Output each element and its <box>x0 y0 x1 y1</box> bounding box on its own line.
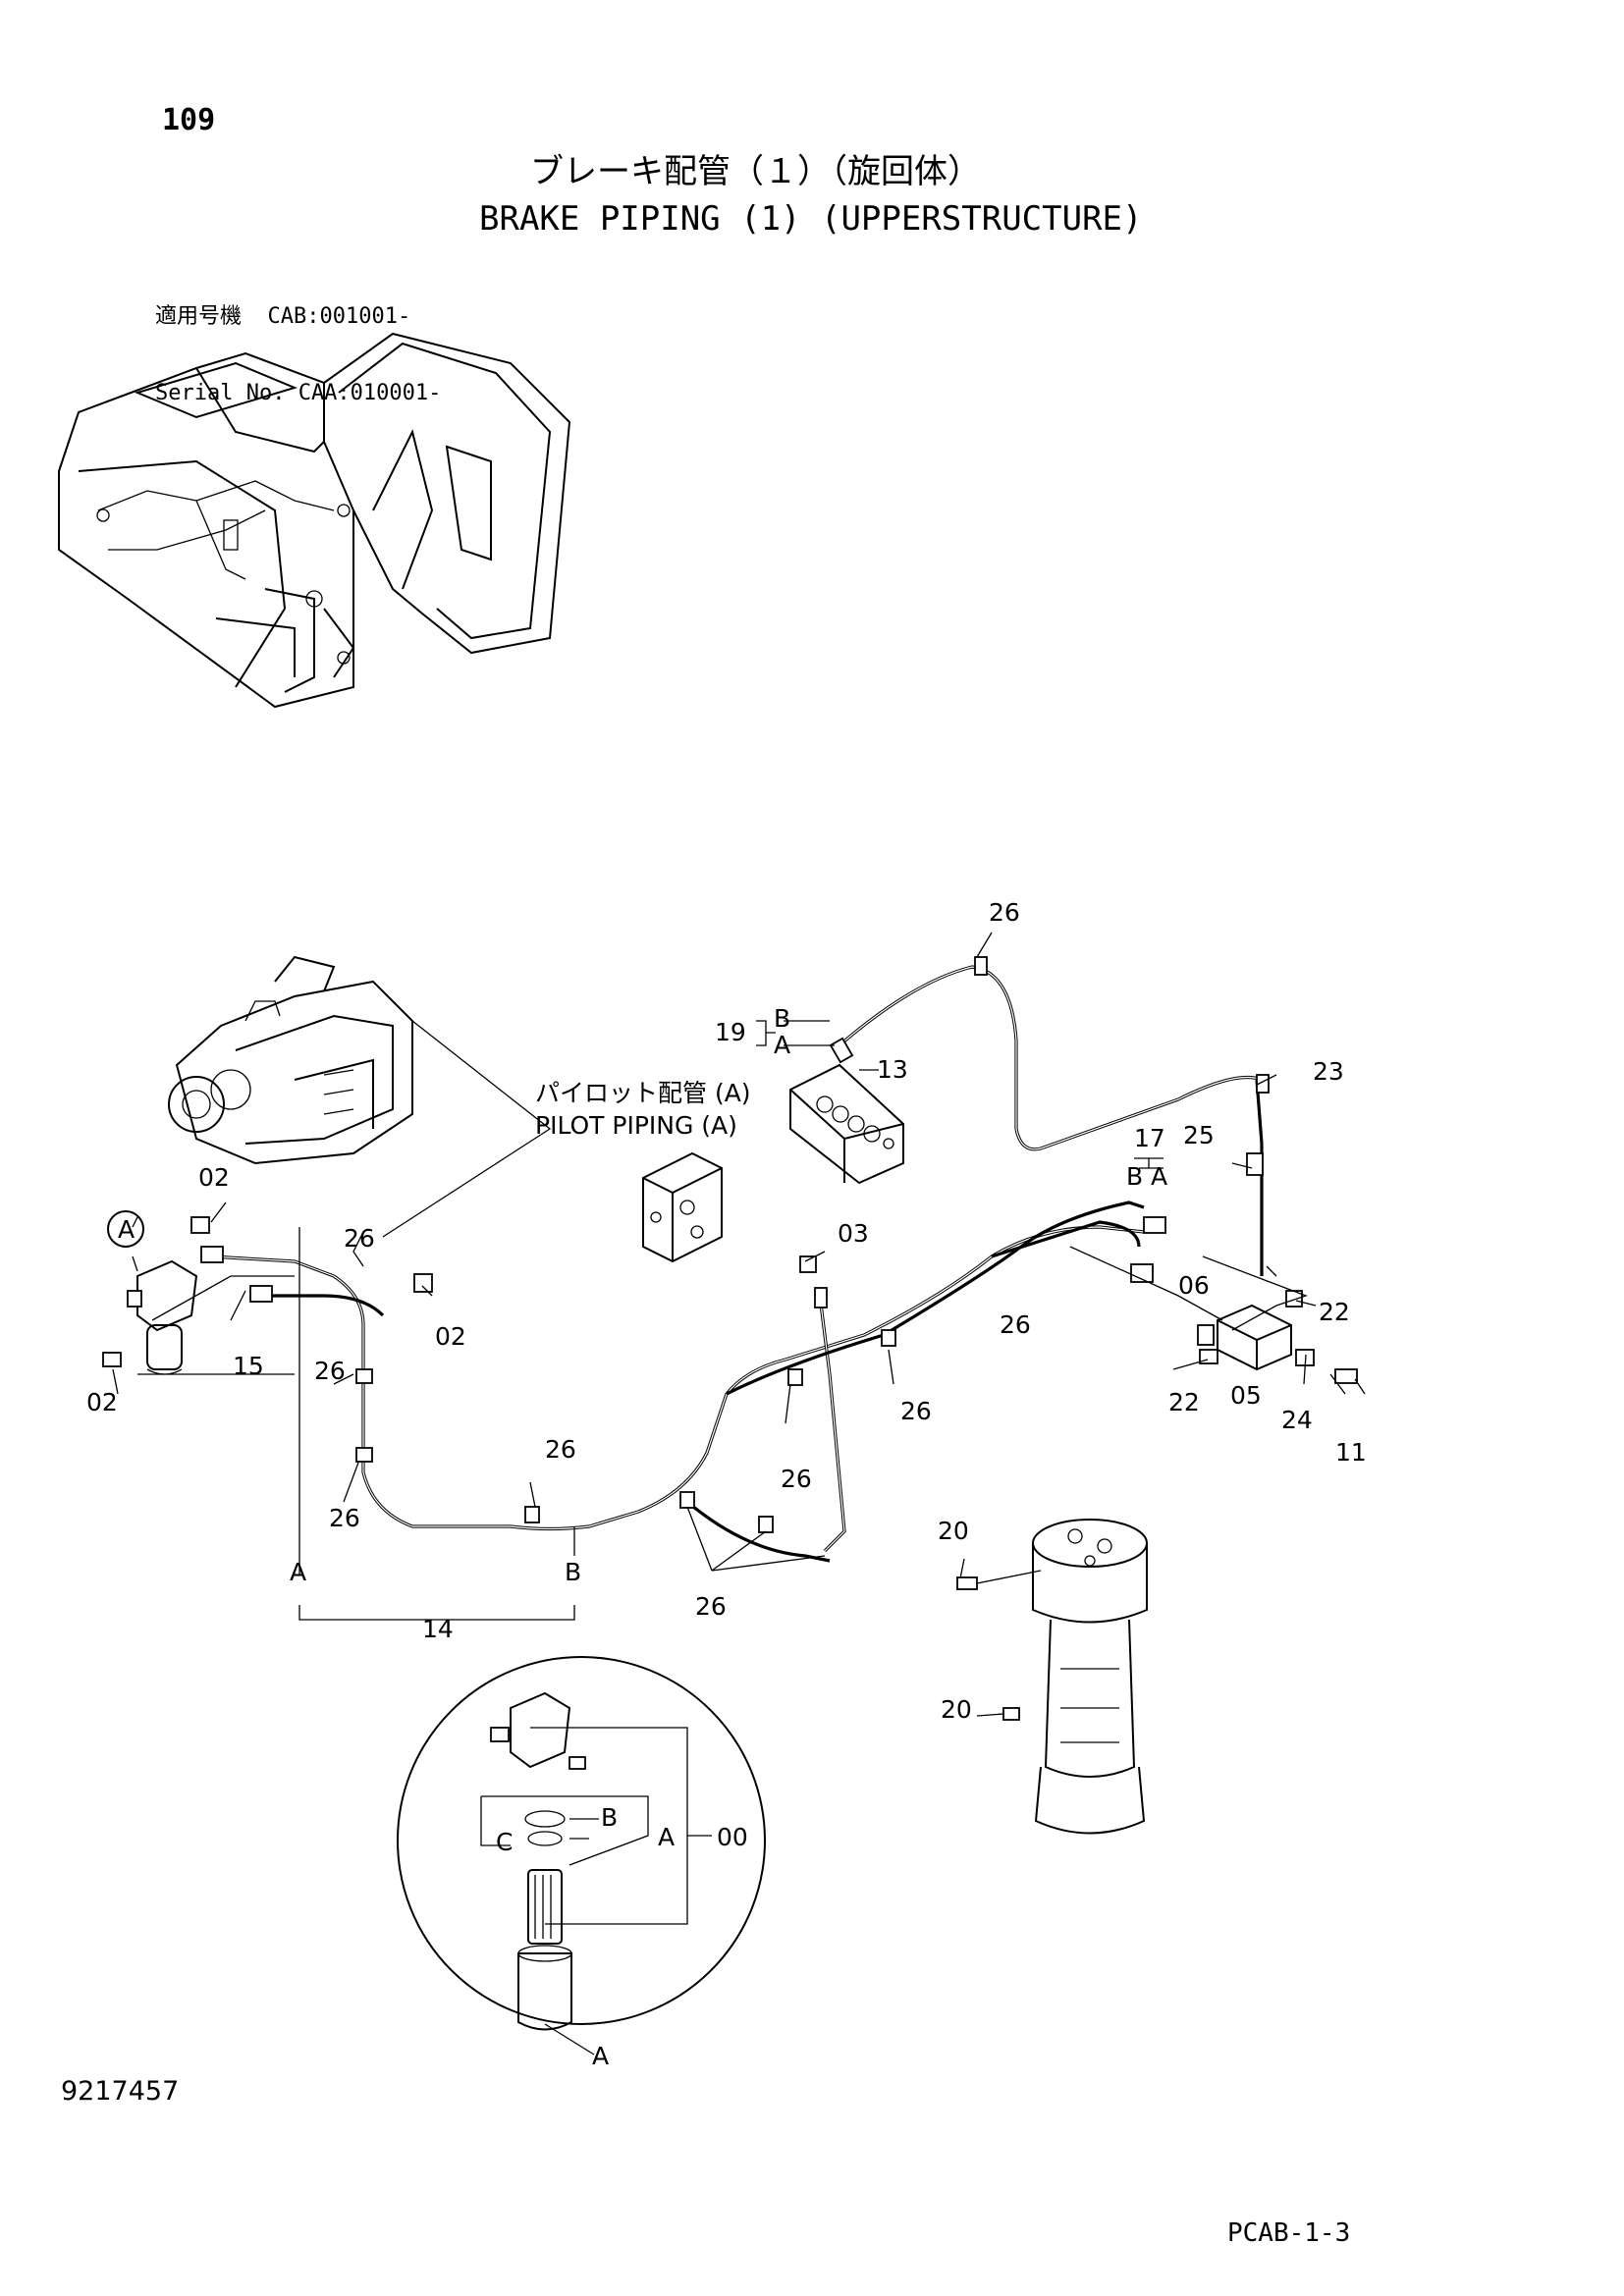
callout-26: 26 <box>695 1592 727 1621</box>
fitting-icon <box>249 1285 273 1303</box>
brake-hoses <box>210 965 1264 1563</box>
fitting-icon <box>200 1246 224 1263</box>
detail-callout-b: B <box>601 1803 618 1832</box>
callout-13: 13 <box>877 1055 908 1084</box>
clamp-icon <box>787 1368 803 1386</box>
callout-a-circle-icon <box>107 1210 144 1248</box>
callout-26: 26 <box>329 1504 360 1532</box>
callout-19-b: B <box>774 1004 790 1033</box>
pilot-piping-label-en: PILOT PIPING (A) <box>535 1111 737 1140</box>
detail-callout-a: A <box>658 1823 675 1851</box>
serial-line-serial-no: Serial No. CAA:010001- <box>155 381 442 405</box>
pilot-piping-label-jp: パイロット配管 (A) <box>535 1079 751 1107</box>
fitting-icon <box>568 1756 586 1770</box>
fitting-icon <box>1197 1324 1215 1346</box>
page-title-japanese: ブレーキ配管（１）（旋回体） <box>530 152 981 191</box>
callout-05: 05 <box>1230 1381 1262 1410</box>
callout-26: 26 <box>781 1465 812 1493</box>
fitting-icon <box>127 1290 142 1308</box>
leader-lines <box>112 932 1366 2056</box>
callout-17: 17 <box>1134 1124 1165 1152</box>
manifold-illustration <box>789 1063 904 1185</box>
callout-24: 24 <box>1281 1406 1313 1434</box>
fitting-icon <box>1130 1263 1154 1283</box>
clamp-icon <box>881 1329 896 1347</box>
detail-callout-a-bottom: A <box>592 2042 609 2070</box>
excavator-overview-illustration <box>58 332 571 709</box>
clamp-icon <box>355 1368 373 1384</box>
hose-end-a: A <box>290 1558 306 1586</box>
callout-26: 26 <box>989 898 1020 927</box>
callout-26: 26 <box>900 1397 932 1425</box>
callout-labels: 26 19 B A 13 23 17 B A 25 02 A 26 02 03 … <box>86 898 1367 2070</box>
pump-leader-line <box>382 1020 552 1238</box>
page-number: 109 <box>162 103 216 137</box>
callout-20: 20 <box>938 1517 969 1545</box>
callout-26: 26 <box>545 1435 576 1464</box>
brake-valve-illustration <box>1217 1304 1292 1371</box>
fitting-icon <box>1002 1707 1020 1721</box>
callout-06: 06 <box>1178 1271 1210 1300</box>
page-title-english: BRAKE PIPING (1) (UPPERSTRUCTURE) <box>479 199 1143 239</box>
clamp-icon <box>974 956 988 976</box>
hose-clamps <box>355 956 988 1533</box>
filter-detail-circle <box>397 1656 766 2031</box>
callout-26: 26 <box>1000 1310 1031 1339</box>
fitting-icon <box>1334 1368 1358 1384</box>
clamp-icon <box>355 1447 373 1463</box>
fitting-icon <box>956 1576 978 1590</box>
clamp-icon <box>758 1516 774 1533</box>
fitting-icon <box>190 1216 210 1234</box>
page-code: PCAB-1-3 <box>1227 2218 1351 2248</box>
fitting-icon <box>799 1255 817 1273</box>
callout-19: 19 <box>715 1018 746 1046</box>
callout-17-a: A <box>1151 1162 1167 1191</box>
callout-22: 22 <box>1319 1298 1350 1326</box>
serial-line-applicable: 適用号機 CAB:001001- <box>155 304 411 329</box>
callout-23: 23 <box>1313 1057 1344 1086</box>
line-filter-illustration <box>102 1259 198 1375</box>
fitting-icon <box>814 1287 828 1308</box>
document-number: 9217457 <box>61 2076 180 2107</box>
fitting-icon <box>102 1352 122 1367</box>
hydraulic-pump-illustration <box>168 955 413 1165</box>
callout-15: 15 <box>233 1352 264 1380</box>
callout-02: 02 <box>198 1163 230 1192</box>
callout-02: 02 <box>435 1322 466 1351</box>
clamp-icon <box>679 1491 695 1509</box>
fitting-icon <box>1246 1152 1264 1176</box>
callout-19-a: A <box>774 1031 790 1059</box>
clamp-icon <box>524 1506 540 1523</box>
callout-22: 22 <box>1168 1388 1200 1416</box>
callout-a-circled: A <box>118 1215 135 1244</box>
fitting-icon <box>413 1273 433 1293</box>
callout-26: 26 <box>344 1224 375 1253</box>
callout-14: 14 <box>422 1615 454 1643</box>
callout-17-b: B <box>1126 1162 1143 1191</box>
fittings <box>190 1037 1358 1384</box>
callout-11: 11 <box>1335 1438 1367 1467</box>
callout-25: 25 <box>1183 1121 1215 1149</box>
fitting-icon <box>829 1037 854 1064</box>
pilot-piping-block-illustration <box>642 1151 723 1263</box>
detail-callout-c: C <box>496 1828 513 1856</box>
hose-end-b: B <box>565 1558 581 1586</box>
callout-26: 26 <box>314 1357 346 1385</box>
callout-02: 02 <box>86 1388 118 1416</box>
callout-20: 20 <box>941 1695 972 1724</box>
fitting-icon <box>490 1727 510 1742</box>
fitting-icon <box>1143 1216 1166 1234</box>
callout-03: 03 <box>838 1219 869 1248</box>
swivel-joint-illustration <box>956 1519 1148 1835</box>
fitting-icon <box>1256 1074 1270 1094</box>
callout-00: 00 <box>717 1823 748 1851</box>
serial-info: 適用号機 CAB:001001- Serial No. CAA:010001- <box>155 253 441 432</box>
